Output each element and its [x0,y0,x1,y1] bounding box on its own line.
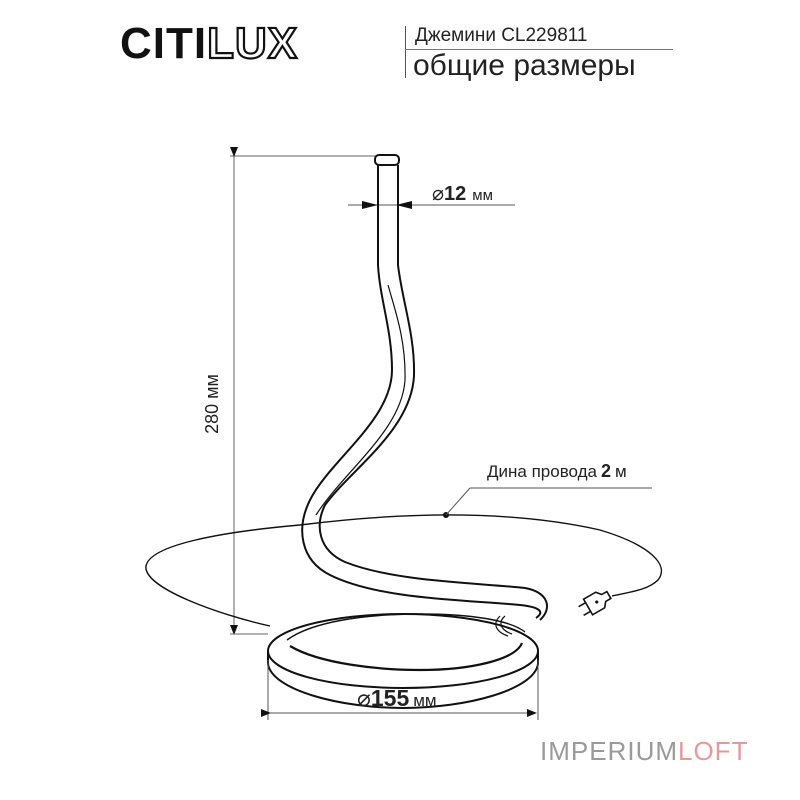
watermark-part-1: IMPERIUM [540,736,678,766]
model-name: Джемини CL229811 [415,25,588,46]
stem-diameter-value: 12 [444,183,467,205]
page-title: общие размеры [413,49,636,82]
brand-logo: CITILUX [120,19,299,68]
cable-length-unit: м [615,462,627,481]
diameter-symbol: ⌀ [357,685,371,711]
lamp-body [267,154,549,710]
header-vertical-divider [405,26,406,78]
base-diameter-value: 155 [370,685,410,711]
base-diameter-unit: мм [413,691,437,710]
stem-diameter-dimension-line [348,201,515,209]
header-horizontal-divider [405,49,673,50]
diameter-symbol: ⌀ [432,183,445,205]
brand-logo-outline: LUX [206,19,299,68]
height-label: 280 мм [201,374,222,434]
stem-diameter-unit: мм [472,187,493,204]
brand-logo-solid: CITI [120,19,208,68]
stem-diameter-label: ⌀12 мм [432,184,493,204]
height-dimension-line [230,147,385,635]
header: CITILUX Джемини CL229811 общие размеры [0,0,800,100]
watermark-part-2: LOFT [678,736,749,766]
power-cable [145,487,663,627]
cable-length-value: 2 [601,461,612,481]
base-diameter-dimension-line [261,660,539,720]
watermark: IMPERIUMLOFT [540,738,748,764]
cable-label-prefix: Дина провода [487,462,597,481]
power-plug-icon [578,590,612,617]
